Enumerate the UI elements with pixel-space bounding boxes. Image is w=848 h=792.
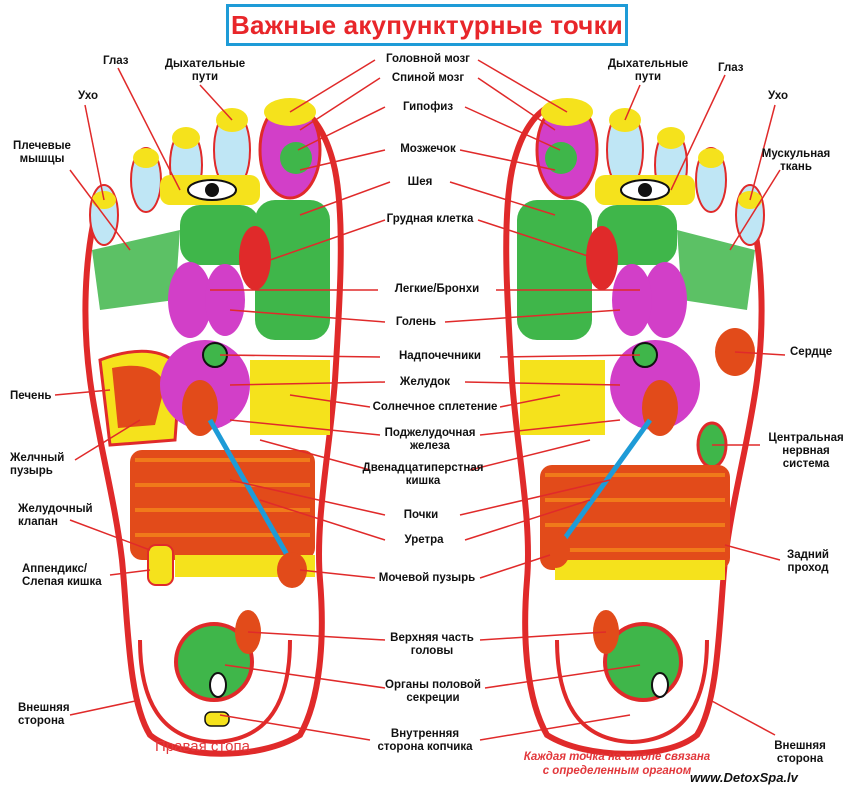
label-coccyx: Внутренняя сторона копчика [377, 728, 473, 753]
label-airways-right: Дыхательные пути [607, 58, 689, 83]
label-solar-plexus: Солнечное сплетение [372, 401, 498, 413]
label-spinal: Спиной мозг [391, 72, 465, 84]
bladder-right [277, 552, 307, 588]
label-shoulder: Плечевые мышцы [13, 140, 71, 165]
label-heart: Сердце [790, 346, 833, 358]
label-lungs: Легкие/Бронхи [394, 283, 480, 295]
label-appendix: Аппендикс/ Слепая кишка [22, 563, 102, 588]
left-foot [503, 98, 765, 757]
label-ear-left: Ухо [78, 90, 99, 102]
label-neck: Шея [407, 176, 433, 188]
label-duodenum: Двенадцатиперстная кишка [362, 462, 484, 487]
site-link[interactable]: www.DetoxSpa.lv [690, 770, 798, 785]
label-genitals: Органы половой секреции [385, 679, 481, 704]
label-kidneys: Почки [403, 509, 439, 521]
label-stomach: Желудок [399, 376, 451, 388]
heel-right [174, 622, 254, 702]
label-airways-left: Дыхательные пути [164, 58, 246, 83]
label-shin: Голень [395, 316, 437, 328]
title-box: Важные акупунктурные точки [226, 4, 628, 46]
label-chest: Грудная клетка [386, 213, 474, 225]
label-bladder: Мочевой пузырь [378, 572, 476, 584]
caption-right-foot: Правая стопа [155, 738, 250, 755]
label-cns: Центральная нервная система [768, 432, 844, 470]
label-outer-right: Внешняя сторона [774, 740, 826, 765]
label-adrenal: Надпочечники [399, 350, 481, 362]
label-eye-left: Глаз [103, 55, 129, 67]
right-foot [82, 98, 344, 757]
label-upper-head: Верхняя часть головы [390, 632, 474, 657]
page-title: Важные акупунктурные точки [231, 9, 623, 40]
label-eye-right: Глаз [718, 62, 744, 74]
label-pancreas: Поджелудочная железа [384, 427, 476, 452]
label-muscle: Мускульная ткань [761, 148, 831, 173]
leader-lines [54, 59, 786, 741]
label-pituitary: Гипофиз [402, 101, 454, 113]
label-brain: Головной мозг [386, 53, 470, 65]
label-cerebellum: Мозжечок [400, 143, 456, 155]
label-urethra: Уретра [404, 534, 444, 546]
lungs-icon [168, 262, 212, 338]
footnote: Каждая точка на стопе связана с определе… [523, 751, 711, 777]
label-outer-left: Внешняя сторона [18, 702, 70, 727]
label-ear-right: Ухо [768, 90, 789, 102]
label-liver: Печень [10, 390, 52, 402]
label-anus: Задний проход [787, 549, 829, 574]
label-gallbladder: Желчный пузырь [10, 452, 65, 477]
label-stomach-valve: Желудочный клапан [18, 503, 93, 528]
